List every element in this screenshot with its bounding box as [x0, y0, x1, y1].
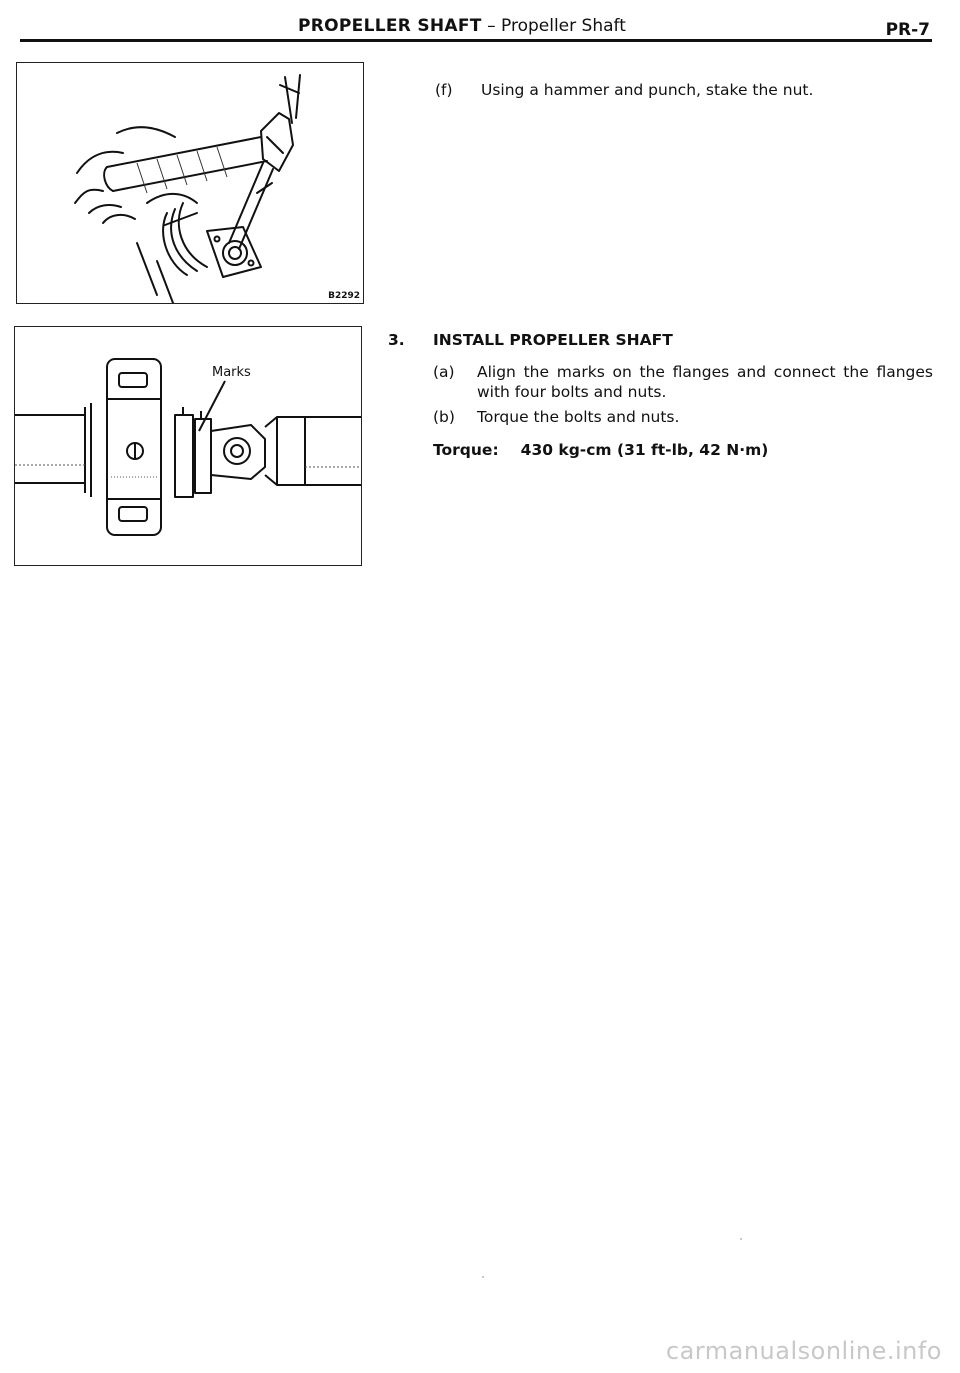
- step-label: (b): [433, 408, 455, 426]
- step-label: (f): [435, 81, 453, 99]
- watermark: carmanualsonline.info: [665, 1337, 942, 1365]
- staking-nut-illustration: [74, 74, 301, 303]
- header-rule: [20, 39, 932, 42]
- flange-marks-illustration: [15, 358, 361, 536]
- torque-spec: Torque: 430 kg-cm (31 ft-lb, 42 N·m): [433, 440, 768, 460]
- step-label: (a): [433, 363, 455, 381]
- page-header: PROPELLER SHAFT – Propeller Shaft PR-7: [0, 0, 960, 48]
- page-number: PR-7: [885, 20, 930, 40]
- section-title: INSTALL PROPELLER SHAFT: [433, 331, 673, 349]
- section-number: 3.: [388, 331, 405, 349]
- torque-label: Torque:: [433, 441, 499, 459]
- figure-flange-marks: Marks: [14, 326, 362, 566]
- scan-speck: [482, 1276, 484, 1278]
- page-title: PROPELLER SHAFT – Propeller Shaft: [298, 16, 626, 36]
- figure-staking-nut: B2292: [16, 62, 364, 304]
- step-text: Align the marks on the flanges and conne…: [477, 363, 933, 401]
- step-text: Using a hammer and punch, stake the nut.: [481, 81, 814, 99]
- torque-value: 430 kg-cm (31 ft-lb, 42 N·m): [520, 441, 769, 459]
- scan-speck: [740, 1238, 742, 1240]
- title-subsection: – Propeller Shaft: [481, 16, 626, 36]
- marks-callout: Marks: [212, 365, 251, 380]
- step-text: Torque the bolts and nuts.: [477, 408, 680, 426]
- figure-code: B2292: [328, 291, 360, 301]
- title-section: PROPELLER SHAFT: [298, 16, 482, 36]
- step-f: (f) Using a hammer and punch, stake the n…: [435, 80, 813, 100]
- section-heading: 3. INSTALL PROPELLER SHAFT: [388, 330, 673, 350]
